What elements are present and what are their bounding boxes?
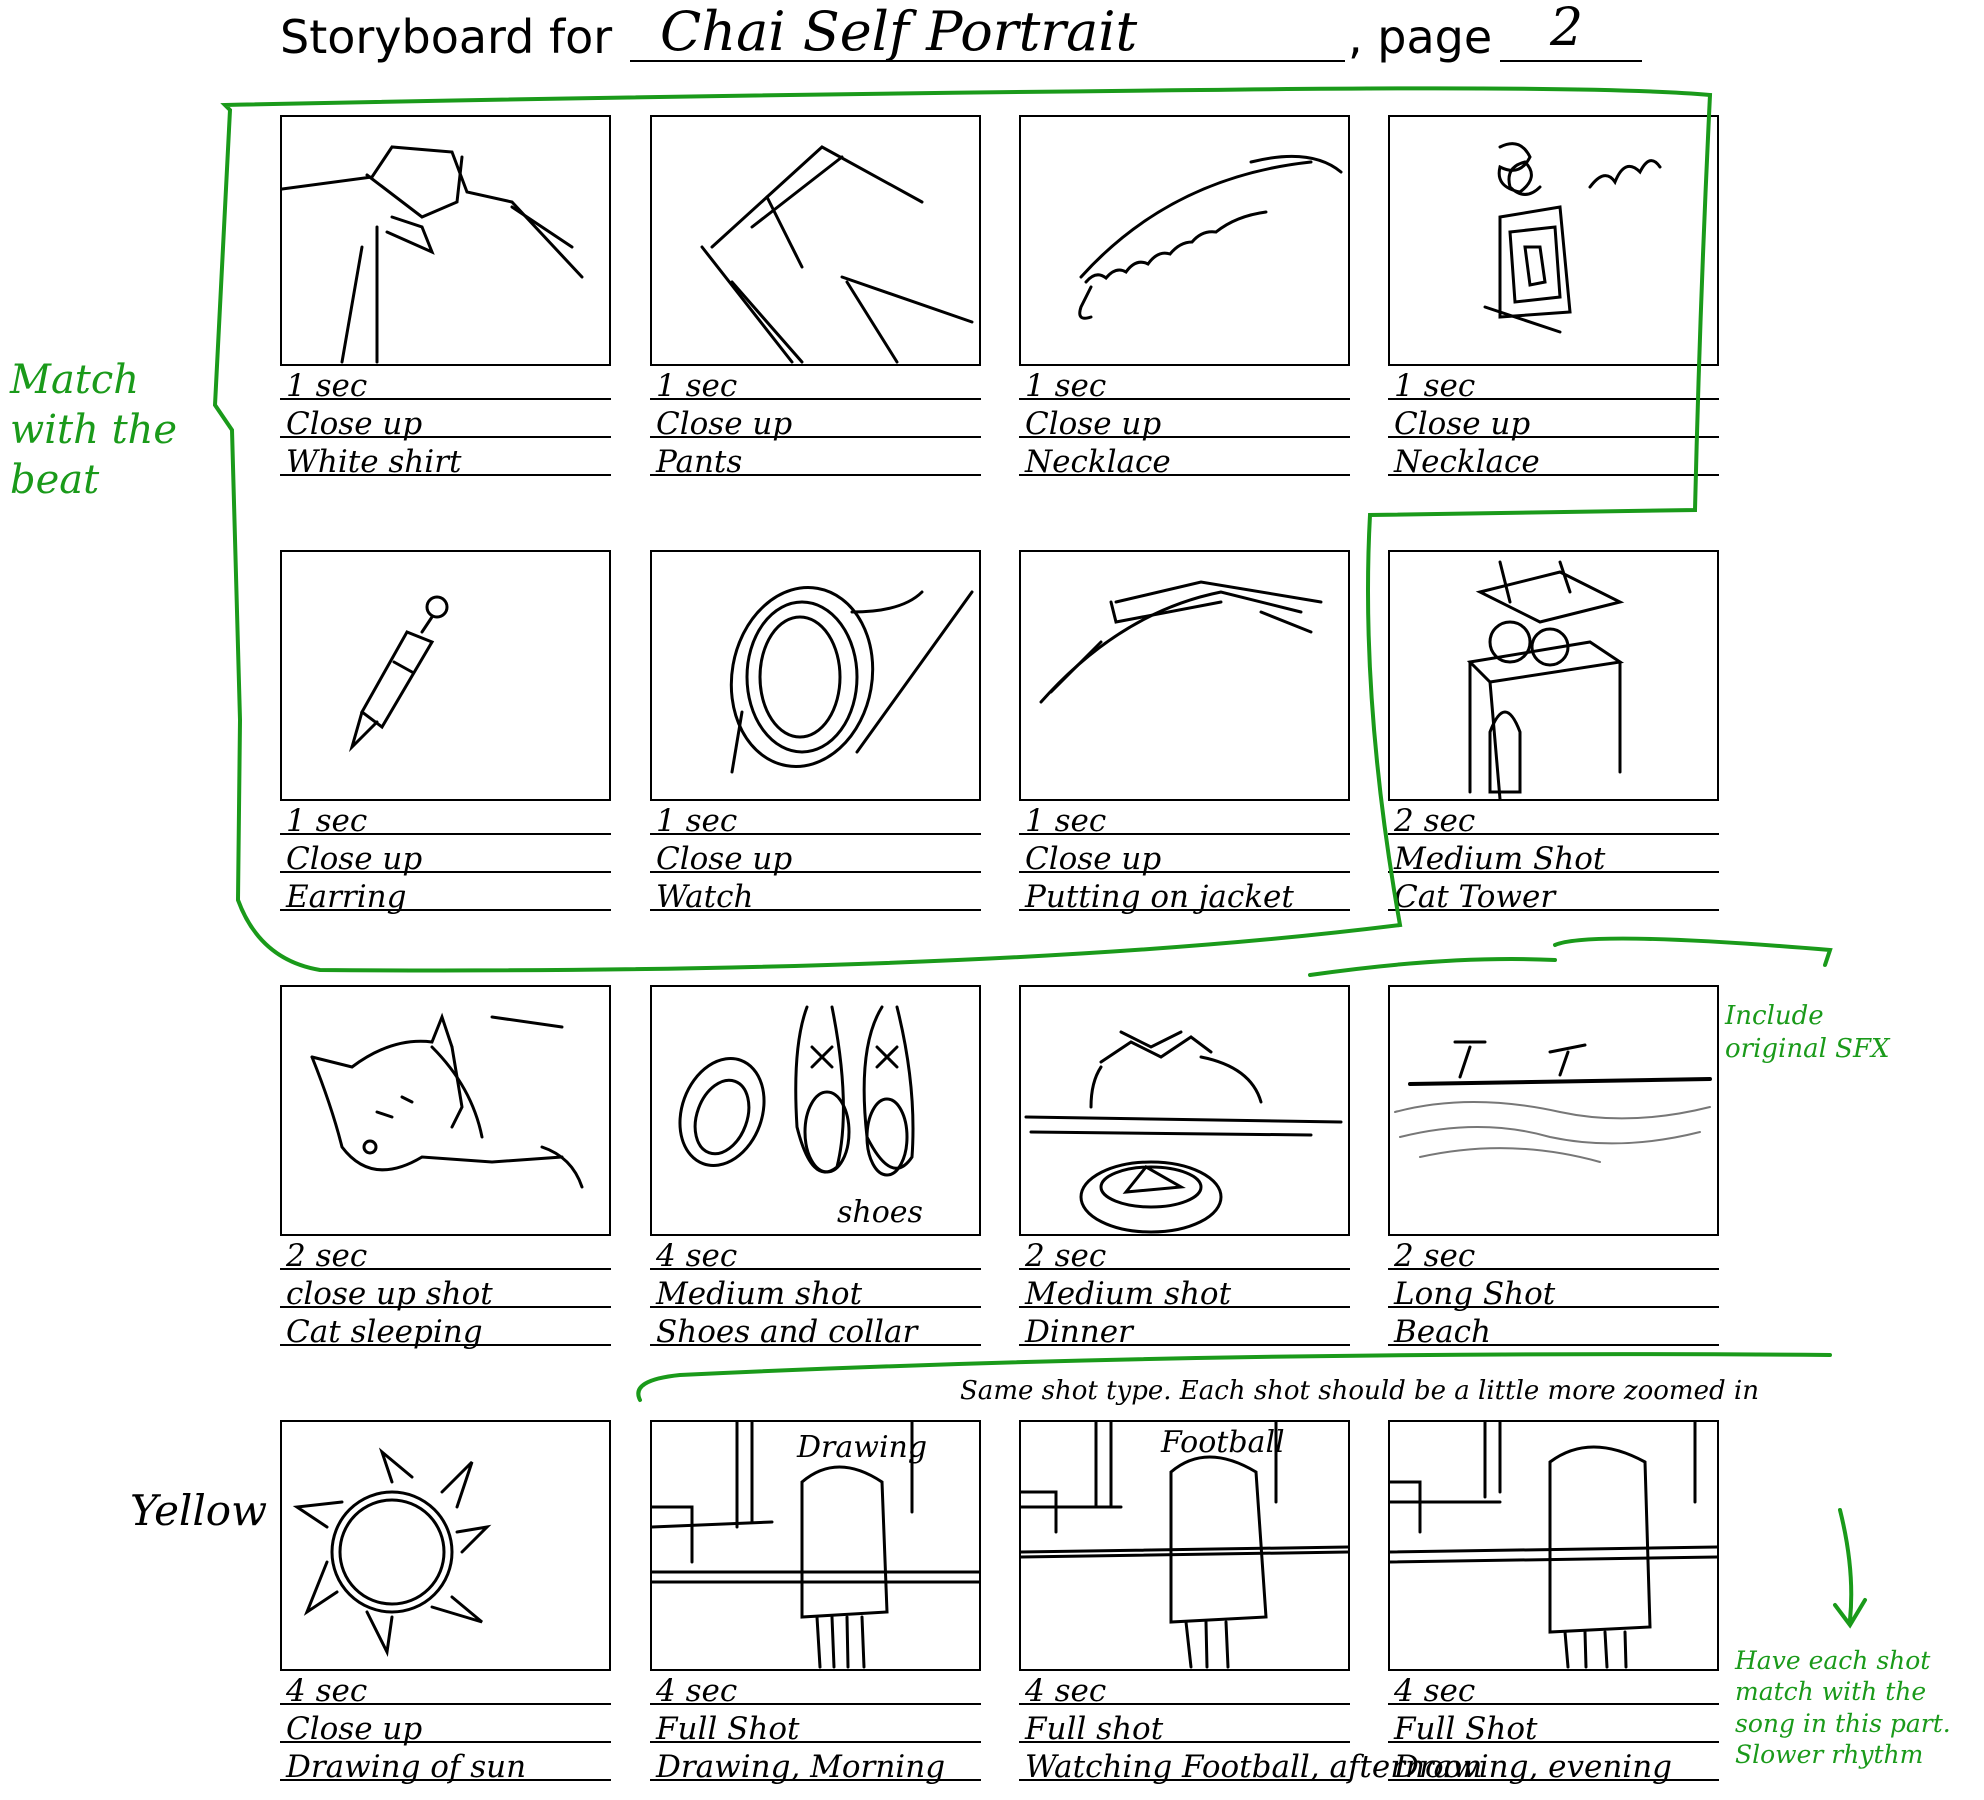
drawing-label: Drawing: [796, 1430, 927, 1465]
panel-shot-type: Full Shot: [1394, 1711, 1538, 1747]
football-label: Football: [1160, 1425, 1285, 1460]
panel-subject: Drawing of sun: [286, 1749, 527, 1785]
panel-shot-type: Medium shot: [656, 1276, 863, 1312]
panel-duration: 1 sec: [656, 803, 738, 839]
panel-duration: 4 sec: [1394, 1673, 1476, 1709]
sleeping-cat-sketch: [310, 1012, 584, 1189]
panel-shot-type: Medium shot: [1025, 1276, 1232, 1312]
panel-subject: Pants: [656, 444, 743, 480]
panel-frame: [1019, 985, 1350, 1236]
panel-frame: [280, 985, 611, 1236]
panel-duration: 4 sec: [656, 1673, 738, 1709]
watch-sketch: [729, 586, 974, 774]
panel-duration: 4 sec: [656, 1238, 738, 1274]
panel-shot-type: Close up: [286, 406, 423, 442]
panel-frame: [1388, 115, 1719, 366]
panel-shot-type: Long Shot: [1394, 1276, 1556, 1312]
panel-subject: Cat sleeping: [286, 1314, 483, 1350]
panel-frame: shoes: [650, 985, 981, 1236]
panel-duration: 1 sec: [286, 803, 368, 839]
panel-subject: White shirt: [286, 444, 462, 480]
match-song-note: Have each shot match with the song in th…: [1735, 1646, 1951, 1769]
panel-frame: [1388, 1420, 1719, 1671]
panel-duration: 1 sec: [1394, 368, 1476, 404]
page-blank: [1500, 60, 1642, 62]
panel-frame: [1019, 115, 1350, 366]
panel-duration: 4 sec: [286, 1673, 368, 1709]
panel-subject: Dinner: [1025, 1314, 1133, 1350]
panel-subject: Earring: [286, 879, 407, 915]
sun-sketch: [292, 1447, 492, 1657]
panel-duration: 2 sec: [286, 1238, 368, 1274]
panel-frame: Drawing: [650, 1420, 981, 1671]
panel-frame: Football: [1019, 1420, 1350, 1671]
page-number: 2: [1550, 0, 1584, 58]
desk-sketch-evening: [1390, 1422, 1717, 1669]
panel-shot-type: Full shot: [1025, 1711, 1164, 1747]
panel-duration: 4 sec: [1025, 1673, 1107, 1709]
panel-subject: Cat Tower: [1394, 879, 1556, 915]
panel-subject: Shoes and collar: [656, 1314, 918, 1350]
necklace-sketch: [1078, 154, 1343, 320]
yellow-note: Yellow: [130, 1486, 268, 1535]
panel-shot-type: Close up: [1394, 406, 1531, 442]
panel-frame: [280, 115, 611, 366]
title-blank: [630, 60, 1345, 62]
panel-subject: Putting on jacket: [1025, 879, 1294, 915]
shoes-collar-sketch: shoes: [678, 1005, 923, 1230]
panel-frame: [650, 115, 981, 366]
panel-frame: [650, 550, 981, 801]
panel-frame: [280, 550, 611, 801]
panel-frame: [1388, 985, 1719, 1236]
cat-tower-sketch: [1466, 560, 1625, 799]
panel-shot-type: Close up: [1025, 841, 1162, 877]
panel-subject: Necklace: [1394, 444, 1540, 480]
panel-shot-type: Full Shot: [656, 1711, 800, 1747]
shirt-sketch: [282, 145, 584, 364]
dinner-sketch: [1024, 1030, 1343, 1234]
panel-shot-type: Close up: [286, 841, 423, 877]
panel-shot-type: Close up: [286, 1711, 423, 1747]
panel-duration: 2 sec: [1394, 1238, 1476, 1274]
same-shot-type-note: Same shot type. Each shot should be a li…: [960, 1376, 1759, 1406]
panel-duration: 1 sec: [1025, 803, 1107, 839]
panel-subject: Watching Football, afternoon: [1025, 1749, 1483, 1785]
panel-duration: 1 sec: [1025, 368, 1107, 404]
beach-sketch: [1394, 1040, 1712, 1163]
panel-duration: 1 sec: [656, 368, 738, 404]
include-sfx-note: Include original SFX: [1725, 1001, 1890, 1064]
panel-shot-type: Close up: [656, 406, 793, 442]
panel-shot-type: close up shot: [286, 1276, 493, 1312]
panel-frame: [280, 1420, 611, 1671]
panel-subject: Beach: [1394, 1314, 1491, 1350]
match-beat-note: Match with the beat: [10, 357, 178, 503]
panel-subject: Drawing, evening: [1394, 1749, 1673, 1785]
earring-sketch: [348, 595, 449, 753]
panel-shot-type: Close up: [656, 841, 793, 877]
desk-sketch-afternoon: Football: [1021, 1422, 1348, 1669]
desk-sketch-morning: Drawing: [652, 1422, 979, 1669]
storyboard-title: Chai Self Portrait: [660, 0, 1138, 63]
panel-shot-type: Medium Shot: [1394, 841, 1606, 877]
panel-subject: Necklace: [1025, 444, 1171, 480]
shoes-label: shoes: [837, 1195, 923, 1230]
panel-duration: 2 sec: [1394, 803, 1476, 839]
storyboard-label: Storyboard for: [280, 10, 613, 64]
jacket-sketch: [1039, 580, 1323, 704]
panel-subject: Watch: [656, 879, 754, 915]
panel-shot-type: Close up: [1025, 406, 1162, 442]
panel-subject: Drawing, Morning: [656, 1749, 946, 1785]
sfx-bracket: [1308, 936, 1833, 977]
arrow-down-icon: [1833, 1508, 1867, 1629]
panel-duration: 2 sec: [1025, 1238, 1107, 1274]
page-label: , page: [1348, 10, 1493, 64]
panel-frame: [1019, 550, 1350, 801]
pendant-sketch: [1483, 142, 1662, 334]
panel-frame: [1388, 550, 1719, 801]
panel-duration: 1 sec: [286, 368, 368, 404]
pants-sketch: [700, 145, 974, 364]
